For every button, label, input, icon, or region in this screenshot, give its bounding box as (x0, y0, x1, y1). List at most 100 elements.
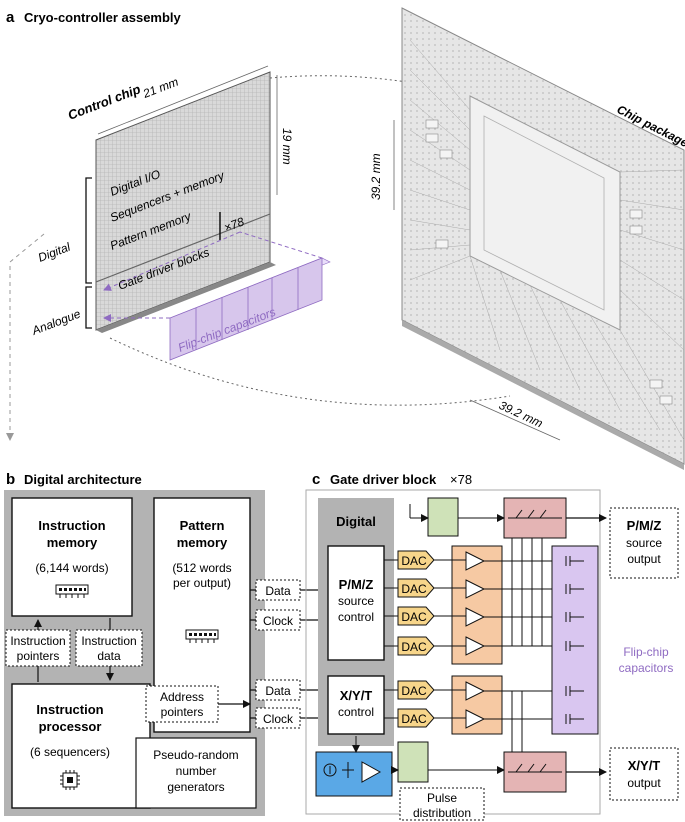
package-side-label: 39.2 mm (369, 153, 383, 200)
data-bottom-box (255, 679, 301, 701)
chip-height-label: 19 mm (280, 128, 294, 165)
pattern-memory-title-2: memory (177, 535, 228, 550)
dac-4-label: DAC (401, 640, 427, 654)
instruction-data-2: data (97, 649, 121, 663)
package-components (425, 119, 673, 405)
chip-width-dim (97, 65, 269, 135)
dac-6-label: DAC (401, 712, 427, 726)
pmz-output-1: P/M/Z (627, 518, 662, 533)
data-bottom-label: Data (265, 684, 291, 698)
panel-c-letter: c (312, 471, 320, 488)
analogue-bracket (85, 286, 92, 329)
prng-2: number (176, 764, 217, 778)
clock-bottom-label: Clock (263, 712, 294, 726)
digital-bracket (85, 177, 92, 284)
pattern-memory-detail-2: per output) (173, 576, 231, 590)
control-chip-edge (96, 262, 276, 333)
instruction-memory-title-1: Instruction (38, 518, 105, 533)
clock-top-label: Clock (263, 614, 294, 628)
digital-label-c: Digital (336, 514, 376, 529)
panel-a-title: Cryo-controller assembly (24, 10, 182, 25)
xyt-output-1: X/Y/T (628, 758, 661, 773)
xyt-output-box (609, 747, 679, 801)
pattern-memory-detail-1: (512 words (172, 561, 231, 575)
dac-4 (397, 636, 435, 656)
panel-a-letter: a (6, 9, 15, 26)
zoom-arc-bottom (109, 337, 511, 406)
dac-5-label: DAC (401, 684, 427, 698)
prng-box (135, 737, 257, 809)
clock-bottom-box (255, 707, 301, 729)
dac-to-amp-wires (434, 528, 552, 790)
dac-1 (397, 550, 435, 570)
pulse-distribution-2: distribution (413, 806, 471, 820)
package-bottom-label: 39.2 mm (497, 398, 545, 430)
address-pointers-2: pointers (161, 705, 204, 719)
zoom-arc-top (269, 75, 451, 91)
instruction-memory-title-2: memory (47, 535, 98, 550)
xyt-control-2: control (338, 705, 374, 719)
flipchip-label-1: Flip-chip (623, 645, 669, 659)
instruction-processor-detail: (6 sequencers) (30, 745, 110, 759)
pmz-output-box (609, 507, 679, 579)
xyt-control-box (327, 675, 385, 735)
analogue-label: Analogue (29, 306, 83, 338)
pmz-switch-symbols (508, 509, 562, 519)
flipchip-capacitor-bank (551, 545, 599, 735)
panel-a: a Cryo-controller assembly Control chip … (6, 7, 685, 470)
pmz-control-2: source (338, 594, 374, 608)
data-top-label: Data (265, 584, 291, 598)
panel-b: b Digital architecture Instruction memor… (4, 471, 265, 816)
xyt-output-2: output (627, 776, 661, 790)
chip-package: Chip package 39.2 mm 39.2 mm (369, 7, 685, 470)
panel-b-letter: b (6, 471, 15, 488)
dac-column: DAC DAC DAC DAC DAC DAC (384, 550, 435, 728)
instruction-pointers-box (5, 629, 71, 667)
instruction-processor-title-1: Instruction (36, 702, 103, 717)
panel-c-multiplier: ×78 (450, 472, 472, 487)
capacitor-guide-top (103, 231, 241, 291)
digital-label: Digital (36, 240, 72, 265)
prng-1: Pseudo-random (153, 748, 238, 762)
chip-multiplier: ×78 (222, 214, 246, 234)
pmz-control-1: P/M/Z (339, 577, 374, 592)
instruction-data-1: Instruction (81, 634, 136, 648)
address-pointers-box (145, 685, 219, 723)
mux-bottom (397, 741, 429, 783)
pulse-source-symbols (323, 761, 382, 783)
amplifiers (465, 551, 486, 729)
dac-3-label: DAC (401, 610, 427, 624)
dac-5 (397, 680, 435, 700)
capacitor-strip (169, 257, 323, 361)
pulse-source (315, 751, 393, 797)
instruction-processor-title-2: processor (39, 719, 102, 734)
clock-top-box (255, 609, 301, 631)
pattern-memory-chip-icon (185, 629, 219, 643)
instruction-memory-box (11, 497, 133, 617)
pmz-control-3: control (338, 610, 374, 624)
amplifier-block-bottom (451, 675, 503, 735)
data-top-box (255, 579, 301, 601)
memory-chip-icon (55, 584, 89, 598)
pulse-distribution-1: Pulse (427, 791, 457, 805)
prng-3: generators (167, 780, 224, 794)
pulse-distribution-box (399, 787, 485, 821)
chip-width-label: 21 mm (140, 75, 180, 102)
pmz-output-3: output (627, 552, 661, 566)
dac-3 (397, 606, 435, 626)
dac-6 (397, 708, 435, 728)
link-signals: Data Clock Data Clock (250, 579, 327, 729)
processor-chip-icon (60, 770, 80, 790)
pmz-control-box (327, 545, 385, 661)
dac-2 (397, 578, 435, 598)
xyt-switch-symbols (508, 763, 562, 773)
panel-c: c Gate driver block ×78 Digital P/M/Z so… (305, 471, 679, 821)
mux-top (427, 497, 459, 537)
package-bottom-dim (469, 399, 561, 441)
xyt-control-1: X/Y/T (340, 688, 373, 703)
instruction-pointers-2: pointers (17, 649, 60, 663)
panel-c-title: Gate driver block (330, 472, 437, 487)
chip-divider (95, 213, 271, 283)
package-wires (409, 39, 685, 441)
assembly-guide-arrow (6, 233, 45, 441)
